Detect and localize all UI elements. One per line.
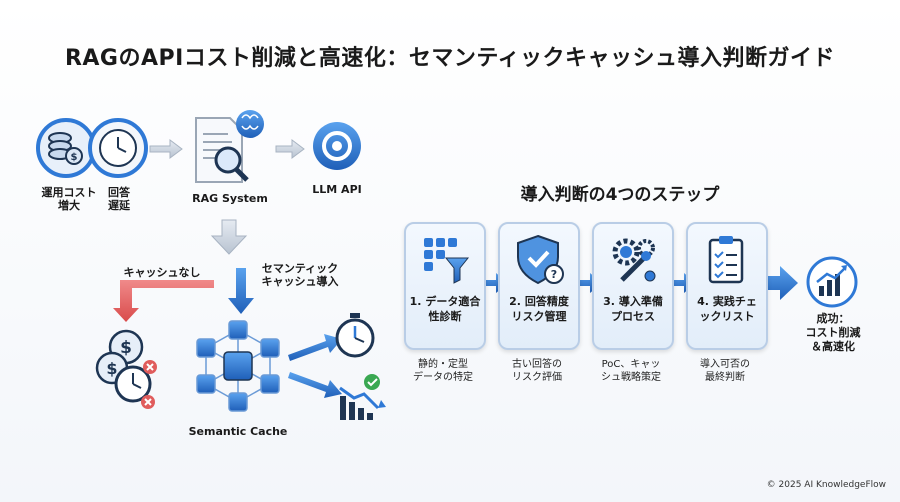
copyright-footer: © 2025 AI KnowledgeFlow — [766, 480, 886, 490]
problem-latency-label: 回答 遅延 — [108, 186, 130, 212]
step-title: 3. 導入準備 プロセス — [603, 295, 663, 323]
llm-api-label: LLM API — [312, 183, 362, 196]
arrow-down-blue-icon — [228, 268, 254, 314]
step-card-2: ? 2. 回答精度 リスク管理 — [498, 222, 580, 350]
step-card-1: 1. データ適合 性診断 — [404, 222, 486, 350]
arrow-down-red-icon — [113, 280, 214, 322]
data-filter-icon — [424, 238, 470, 284]
stopwatch-icon — [335, 313, 375, 358]
step-card-3: 3. 導入準備 プロセス — [592, 222, 674, 350]
step-description: 導入可否の 最終判断 — [700, 359, 750, 383]
step-title: 2. 回答精度 リスク管理 — [509, 295, 569, 323]
arrow-up-right-icon — [288, 334, 342, 361]
step-card-4: 4. 実践チェ ックリスト — [686, 222, 768, 350]
step-title: 1. データ適合 性診断 — [409, 295, 481, 323]
arrow-down-right-icon — [288, 372, 342, 398]
svg-text:$: $ — [120, 338, 132, 358]
clipboard-checklist-icon — [708, 236, 744, 284]
svg-text:$: $ — [71, 152, 78, 163]
problem-cost-label: 運用コスト 増大 — [41, 186, 97, 212]
coin-stack-icon: $ — [36, 118, 96, 178]
cost-time-problem-icon: $ $ — [95, 329, 157, 409]
arrow-down-icon — [210, 219, 248, 255]
llm-api-icon — [313, 122, 361, 170]
page-title: RAGのAPIコスト削減と高速化：セマンティックキャッシュ導入判断ガイド — [64, 46, 836, 71]
svg-text:$: $ — [106, 359, 117, 378]
growth-chart-icon — [806, 256, 858, 308]
brain-icon — [236, 110, 264, 138]
rag-system-label: RAG System — [192, 192, 268, 205]
rag-document-icon — [195, 117, 249, 183]
step-description: 静的・定型 データの特定 — [413, 359, 473, 383]
step-description: PoC、キャッ シュ戦略策定 — [601, 359, 661, 383]
shield-check-icon: ? — [517, 234, 564, 285]
arrow-right-icon — [275, 139, 305, 159]
clock-icon — [88, 118, 148, 178]
semantic-cache-label: Semantic Cache — [188, 425, 288, 438]
steps-heading: 導入判断の4つのステップ — [520, 185, 720, 205]
result-label: 成功： コスト削減 ＆高速化 — [805, 312, 861, 353]
gear-wrench-icon — [612, 238, 656, 282]
svg-text:?: ? — [551, 268, 557, 281]
semantic-cache-network-icon — [196, 320, 280, 412]
cost-down-chart-icon — [339, 374, 386, 420]
step-title: 4. 実践チェ ックリスト — [697, 295, 757, 323]
no-cache-label: キャッシュなし — [123, 266, 201, 279]
arrow-right-icon — [149, 139, 183, 159]
result-arrow-icon — [766, 266, 798, 300]
cache-intro-label: セマンティック キャッシュ導入 — [261, 262, 339, 288]
step-description: 古い回答の リスク評価 — [512, 359, 562, 383]
